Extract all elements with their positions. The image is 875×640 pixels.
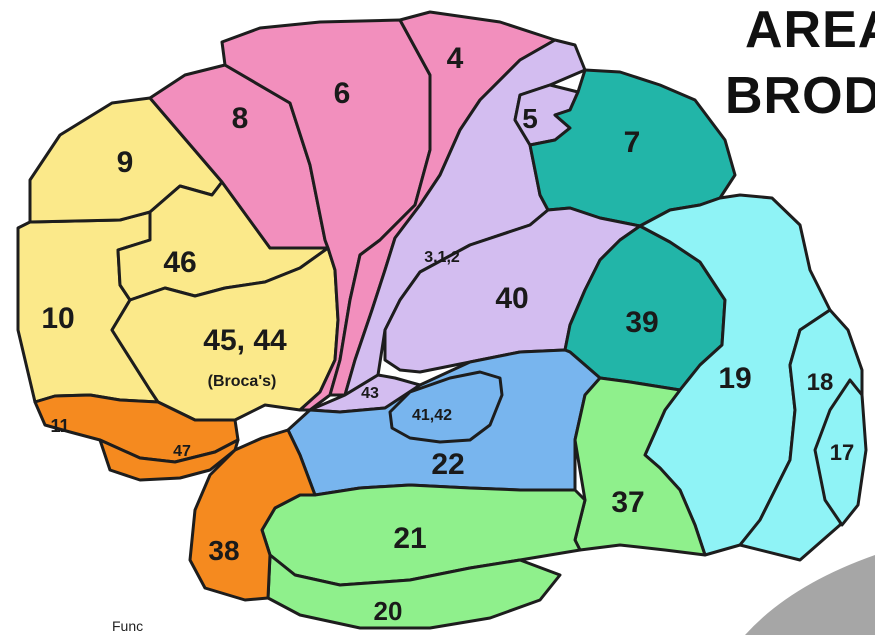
label-11: 11: [50, 416, 69, 436]
label-20: 20: [374, 596, 403, 626]
label-7: 7: [624, 126, 641, 159]
title-line-2: BROD: [725, 70, 875, 122]
label-10: 10: [41, 302, 74, 335]
label-broca: (Broca's): [208, 373, 277, 390]
label-46: 46: [163, 246, 196, 279]
label-47: 47: [173, 443, 191, 460]
label-37: 37: [611, 486, 644, 519]
label-21: 21: [393, 522, 426, 555]
label-6: 6: [334, 77, 351, 110]
label-43: 43: [361, 385, 379, 402]
caption: Func: [112, 618, 143, 634]
label-41-42: 41,42: [412, 407, 452, 424]
label-3-1-2: 3,1,2: [424, 249, 460, 266]
label-17: 17: [830, 440, 854, 465]
label-5: 5: [522, 103, 538, 134]
title-line-1: AREA: [745, 4, 875, 56]
label-38: 38: [208, 535, 239, 566]
label-40: 40: [495, 282, 528, 315]
label-19: 19: [718, 362, 751, 395]
label-9: 9: [117, 146, 134, 179]
label-8: 8: [232, 102, 249, 135]
label-22: 22: [431, 448, 464, 481]
label-39: 39: [625, 306, 658, 339]
label-18: 18: [807, 369, 834, 396]
label-4: 4: [447, 42, 464, 75]
label-45-44: 45, 44: [203, 324, 287, 357]
corner-shape: [745, 555, 875, 635]
